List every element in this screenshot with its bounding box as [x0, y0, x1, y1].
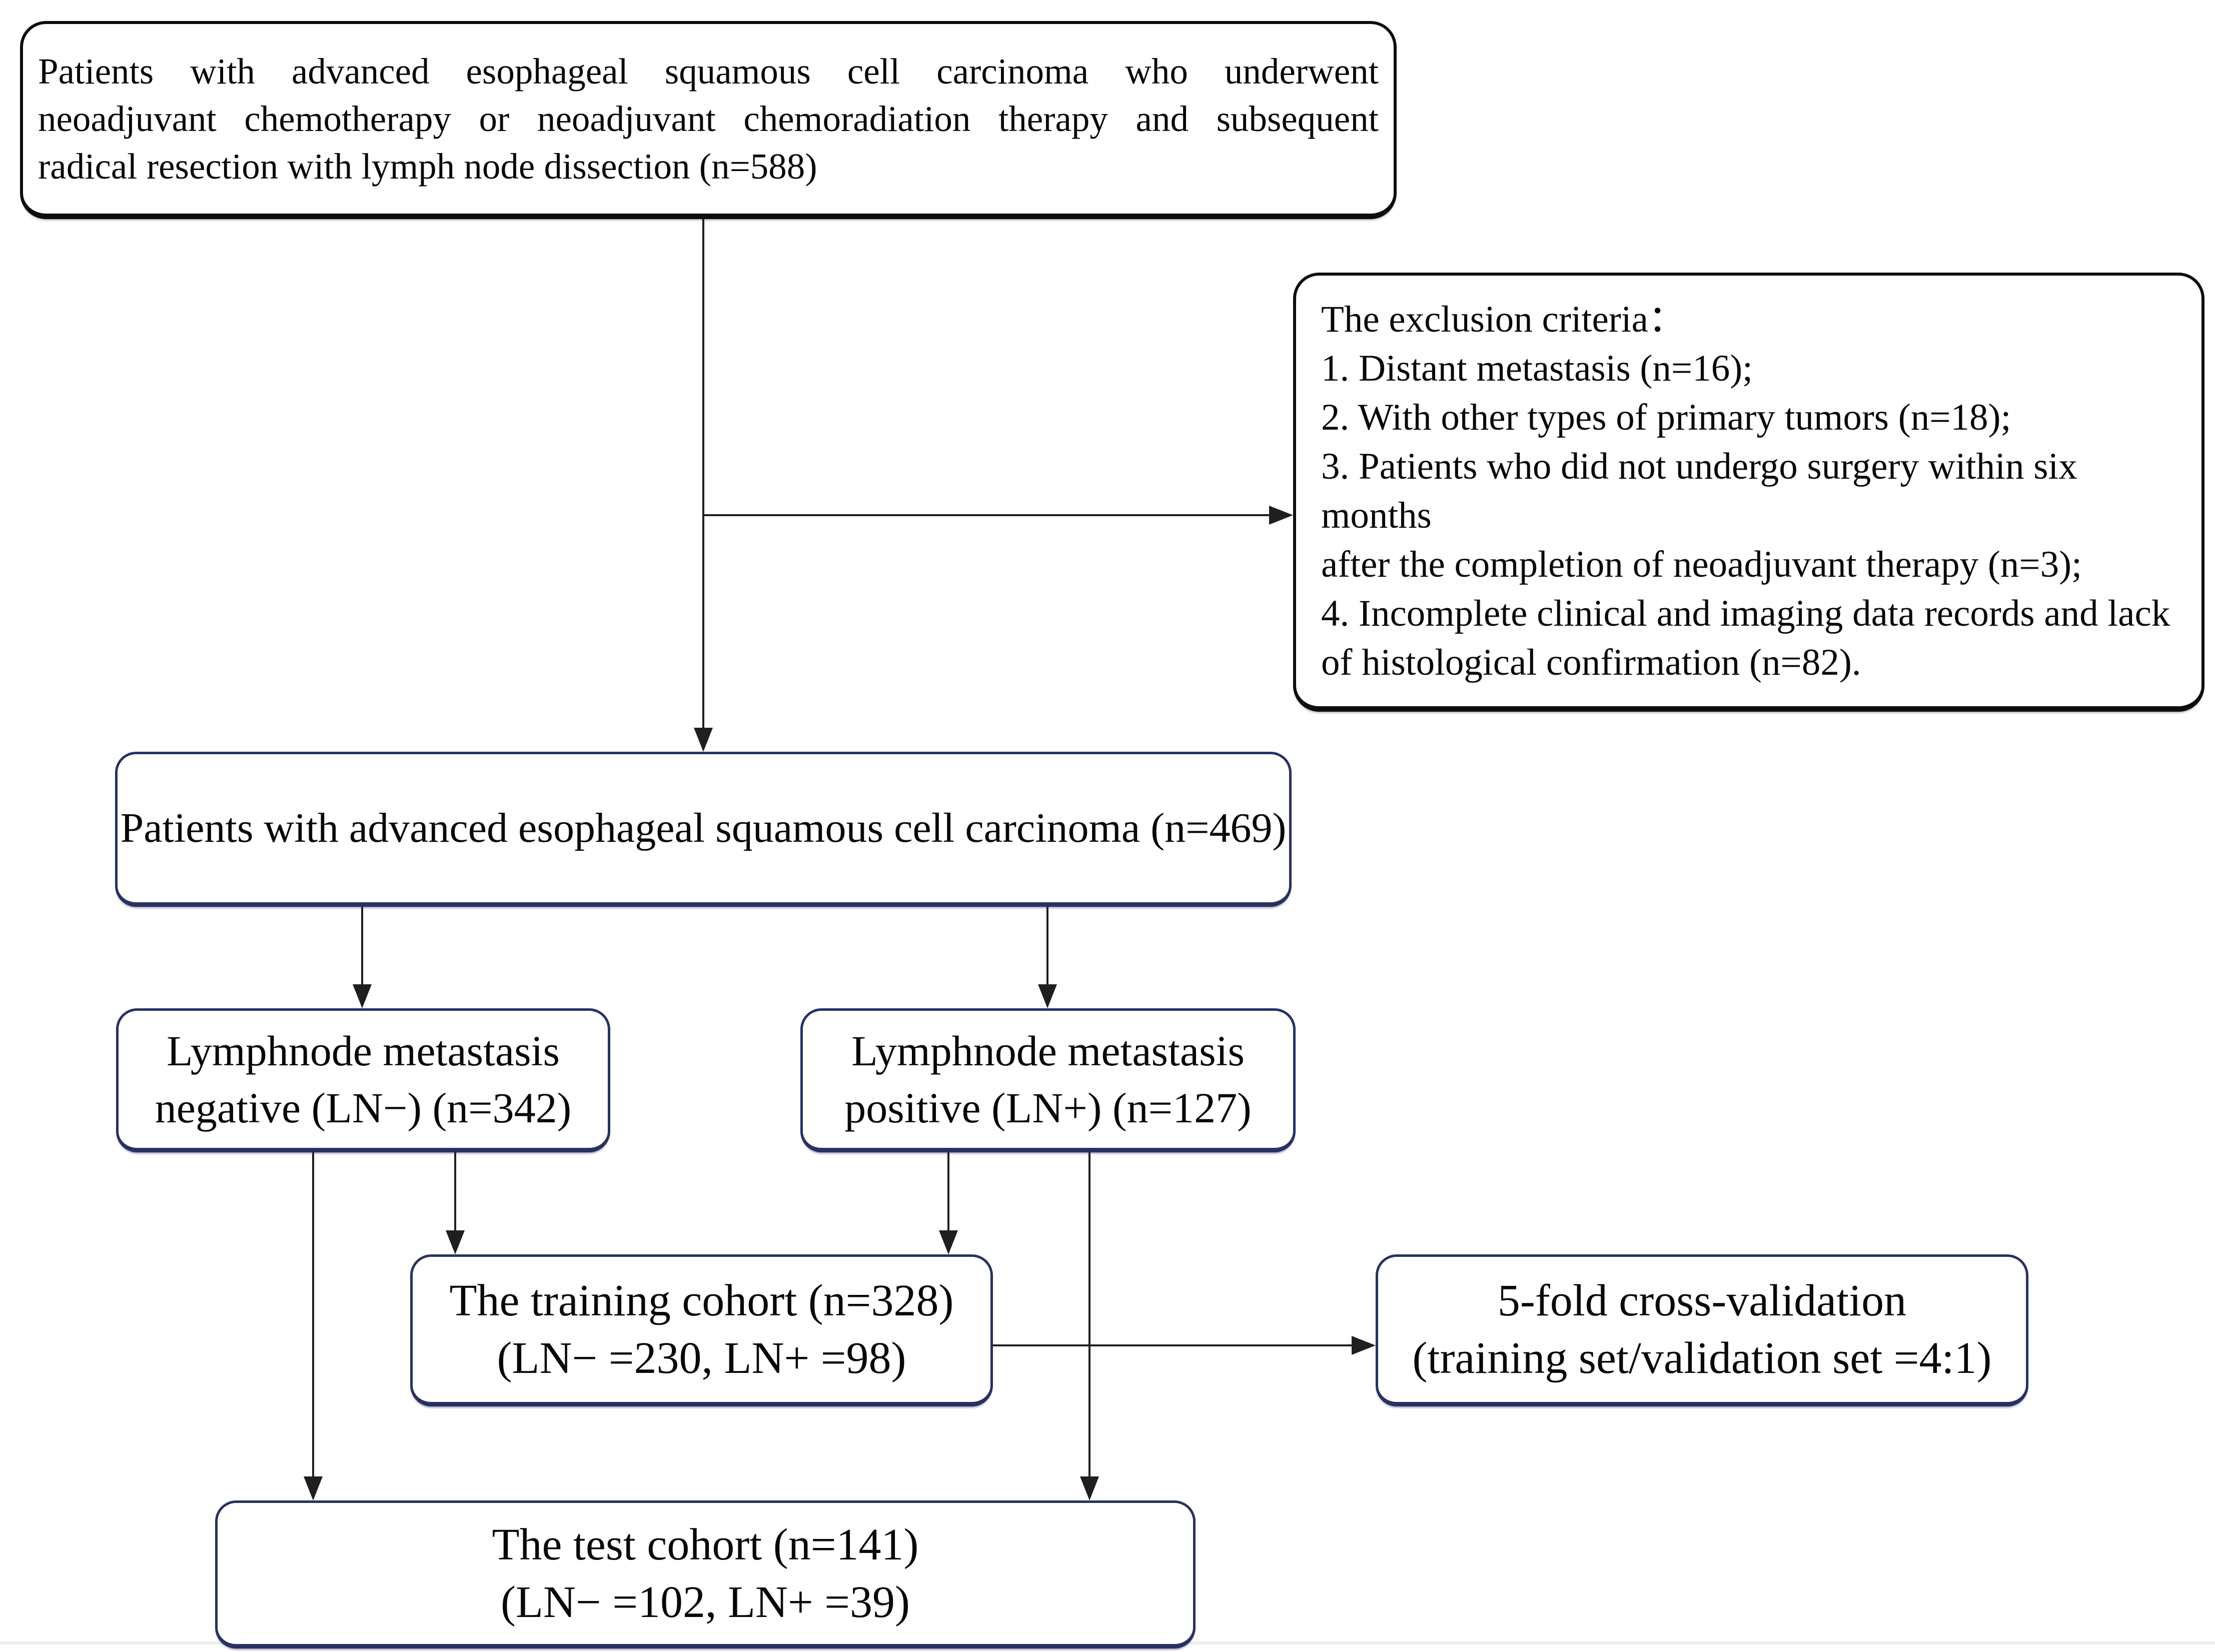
connector-ln-negative-to-test: [312, 1152, 314, 1476]
exclusion-criteria-title: The exclusion criteria：: [1321, 298, 1686, 340]
connector-ln-positive-to-training: [947, 1152, 949, 1230]
box-training-cohort: The training cohort (n=328) (LN− =230, L…: [410, 1254, 993, 1406]
box-cross-validation: 5-fold cross-validation (training set/va…: [1376, 1254, 2028, 1406]
arrowhead-down-ln-negative-icon: [353, 984, 372, 1008]
exclusion-criteria-item-4-cont: of histological confirmation (n=82).: [1321, 641, 1861, 683]
box-training-cohort-label: The training cohort (n=328) (LN− =230, L…: [449, 1276, 954, 1383]
connector-branch-to-exclusion: [702, 514, 1269, 516]
connector-eligible-to-ln-negative: [361, 907, 363, 984]
arrowhead-down-training-right-icon: [939, 1230, 958, 1254]
connector-top-to-eligible: [702, 219, 704, 729]
box-initial-patients: Patients with advanced esophageal squamo…: [20, 21, 1397, 219]
box-ln-positive-label: Lymphnode metastasis positive (LN+) (n=1…: [844, 1027, 1252, 1132]
arrowhead-down-test-left-icon: [304, 1476, 323, 1500]
arrowhead-down-ln-positive-icon: [1038, 984, 1057, 1008]
box-eligible-patients: Patients with advanced esophageal squamo…: [115, 752, 1292, 907]
arrowhead-down-test-right-icon: [1080, 1476, 1099, 1500]
connector-training-to-cross-validation: [993, 1344, 1352, 1346]
box-eligible-patients-label: Patients with advanced esophageal squamo…: [120, 805, 1287, 851]
box-ln-negative: Lymphnode metastasis negative (LN−) (n=3…: [116, 1008, 610, 1152]
box-initial-patients-line-2: neoadjuvant chemotherapy or neoadjuvant …: [38, 99, 1379, 139]
arrowhead-down-eligible-icon: [694, 728, 713, 752]
exclusion-criteria-item-1: 1. Distant metastasis (n=16);: [1321, 347, 1753, 389]
box-initial-patients-line-3: radical resection with lymph node dissec…: [38, 146, 817, 187]
arrowhead-down-training-left-icon: [446, 1230, 465, 1254]
connector-ln-positive-to-test: [1088, 1152, 1090, 1476]
box-cross-validation-label: 5-fold cross-validation (training set/va…: [1412, 1276, 1992, 1383]
box-exclusion-criteria: The exclusion criteria： 1. Distant metas…: [1293, 273, 2204, 712]
box-initial-patients-line-1: Patients with advanced esophageal squamo…: [38, 51, 1379, 92]
connector-ln-negative-to-training: [454, 1152, 456, 1230]
box-ln-negative-label: Lymphnode metastasis negative (LN−) (n=3…: [155, 1027, 572, 1132]
arrowhead-right-exclusion-icon: [1269, 506, 1293, 525]
box-test-cohort: The test cohort (n=141) (LN− =102, LN+ =…: [215, 1500, 1196, 1648]
exclusion-criteria-item-4: 4. Incomplete clinical and imaging data …: [1321, 592, 2170, 634]
arrowhead-right-cross-validation-icon: [1352, 1336, 1376, 1355]
exclusion-criteria-item-3: 3. Patients who did not undergo surgery …: [1321, 445, 2077, 536]
box-ln-positive: Lymphnode metastasis positive (LN+) (n=1…: [800, 1008, 1296, 1152]
exclusion-criteria-item-3-cont: after the completion of neoadjuvant ther…: [1321, 543, 2082, 585]
connector-eligible-to-ln-positive: [1046, 907, 1048, 984]
box-test-cohort-label: The test cohort (n=141) (LN− =102, LN+ =…: [492, 1520, 919, 1627]
exclusion-criteria-item-2: 2. With other types of primary tumors (n…: [1321, 396, 2011, 438]
